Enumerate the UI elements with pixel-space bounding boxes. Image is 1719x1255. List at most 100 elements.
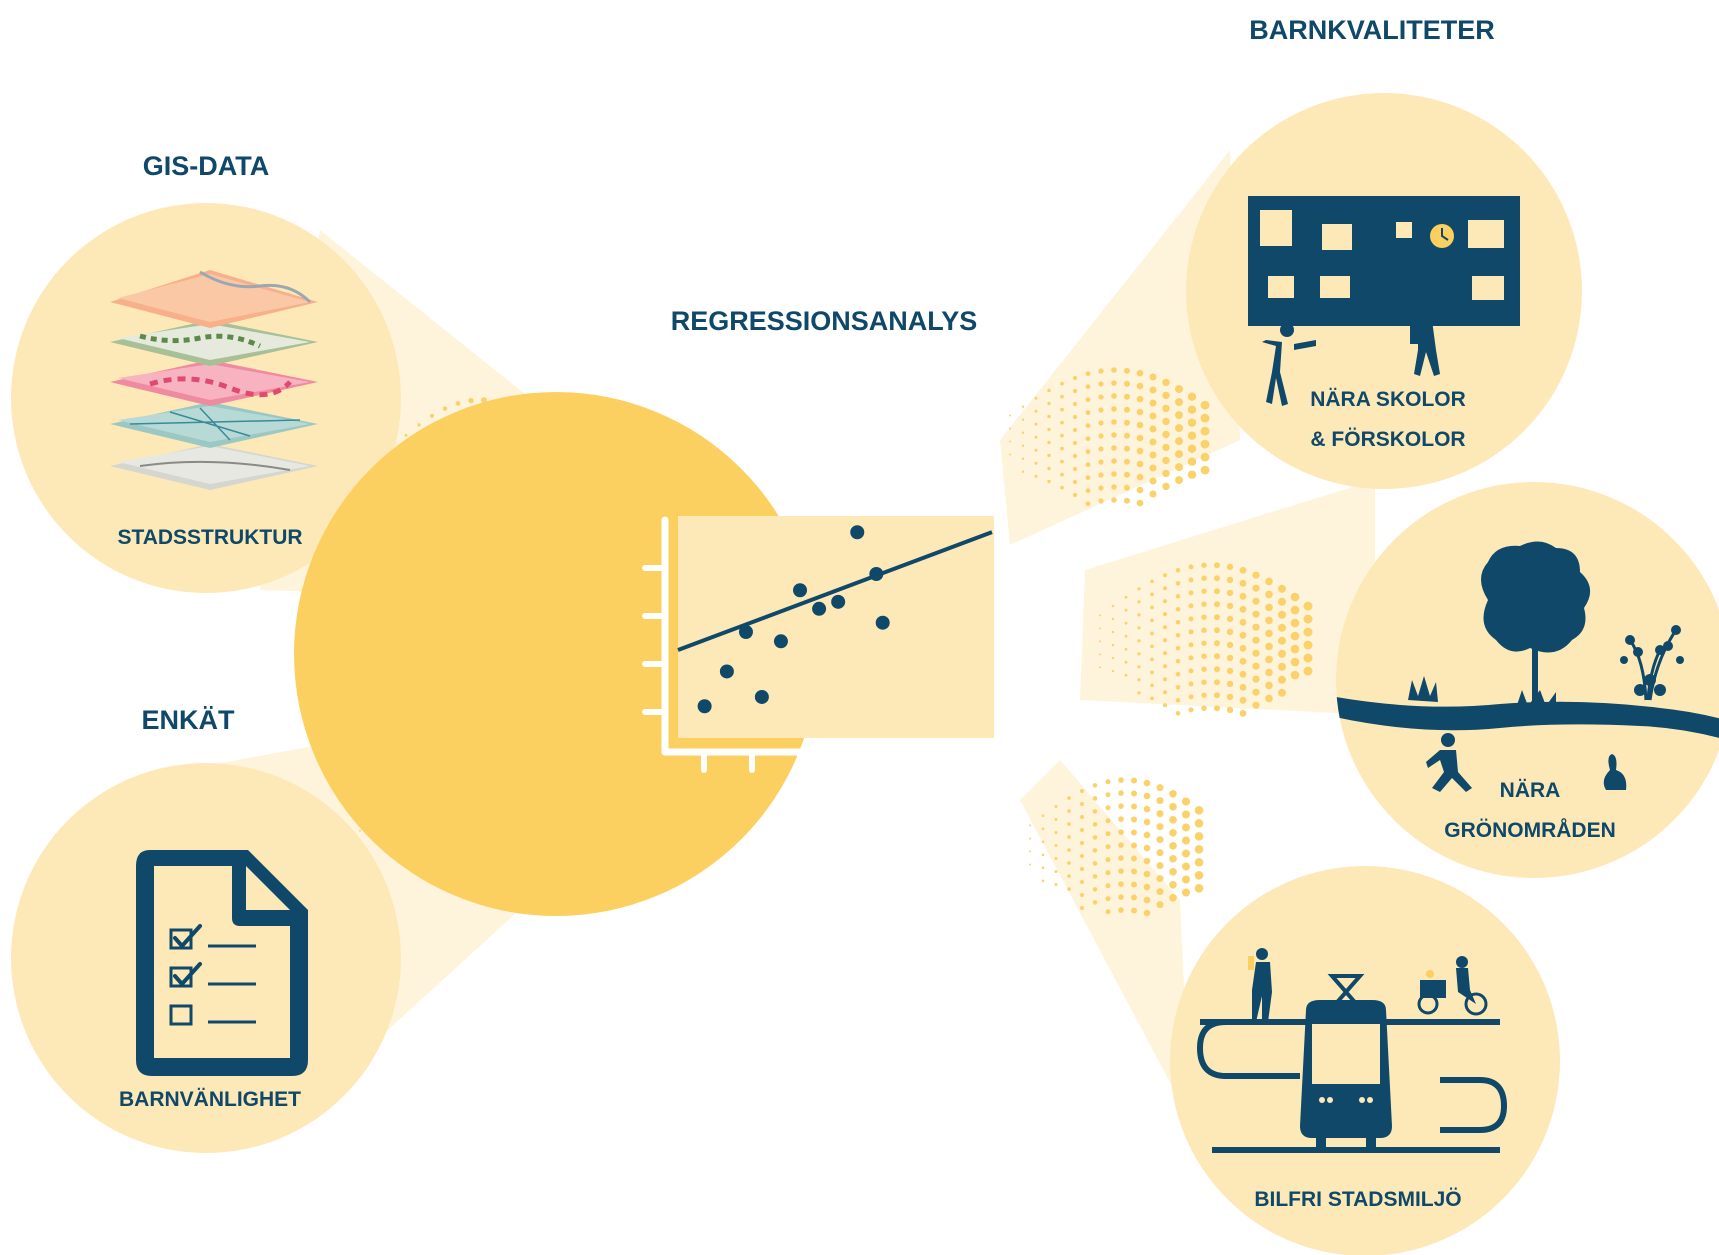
texture-dot (1085, 423, 1091, 429)
texture-dot (1265, 616, 1273, 625)
texture-dot (1111, 419, 1117, 425)
beam-school (1000, 150, 1240, 545)
texture-dot (1156, 849, 1164, 857)
texture-dot (1047, 427, 1051, 432)
texture-dot (1034, 396, 1038, 400)
texture-dot (1150, 683, 1154, 688)
texture-dot (1067, 835, 1071, 839)
texture-dot (1124, 497, 1130, 504)
texture-dot (1060, 485, 1064, 490)
texture-dot (1194, 858, 1204, 867)
texture-dot (1029, 824, 1031, 827)
texture-dot (1239, 592, 1247, 600)
texture-dot (1072, 427, 1078, 433)
texture-dot (1169, 803, 1177, 811)
texture-dot (1067, 861, 1071, 865)
label-green-2: GRÖNOMRÅDEN (1444, 818, 1616, 842)
texture-dot (1054, 805, 1058, 808)
texture-dot (1303, 601, 1313, 611)
texture-dot (1136, 395, 1144, 403)
texture-dot (481, 397, 487, 403)
texture-dot (1187, 392, 1197, 401)
texture-dot (1156, 862, 1164, 870)
data-point (697, 699, 712, 714)
texture-dot (1118, 907, 1124, 913)
texture-dot (1054, 831, 1058, 834)
texture-dot (1150, 644, 1154, 649)
texture-dot (1054, 883, 1058, 886)
texture-dot (1105, 896, 1111, 902)
texture-dot (1098, 394, 1104, 400)
texture-dot (1239, 709, 1247, 717)
texture-dot (1067, 848, 1071, 852)
texture-dot (1200, 439, 1210, 449)
texture-dot (1092, 822, 1098, 827)
texture-dot (1278, 636, 1286, 645)
texture-dot (1072, 388, 1078, 394)
texture-dot (1047, 479, 1051, 484)
texture-dot (1111, 484, 1117, 490)
texture-dot (1067, 796, 1071, 800)
texture-dot (1041, 866, 1045, 870)
texture-dot (1067, 874, 1071, 878)
texture-dot (1009, 414, 1011, 417)
texture-dot (1092, 848, 1098, 853)
texture-dot (1118, 777, 1124, 783)
texture-dot (1041, 840, 1045, 844)
texture-dot (1303, 627, 1313, 637)
texture-dot (1252, 675, 1260, 683)
texture-dot (1072, 375, 1078, 381)
texture-dot (1150, 592, 1154, 597)
texture-dot (1118, 855, 1124, 861)
beam-green (1080, 480, 1375, 715)
texture-dot (1162, 430, 1170, 439)
texture-dot (1156, 901, 1164, 909)
texture-dot (1143, 792, 1151, 800)
data-point (754, 689, 769, 704)
texture-dot (1162, 417, 1170, 426)
texture-dot (1143, 857, 1151, 865)
texture-dot (1098, 420, 1104, 426)
texture-dot (1214, 588, 1220, 595)
texture-dot (1021, 470, 1025, 473)
texture-dot (1105, 883, 1111, 889)
texture-dot (1098, 433, 1104, 439)
texture-dot (1029, 863, 1031, 866)
texture-dot (1149, 477, 1157, 485)
texture-dot (1060, 420, 1064, 425)
texture-dot (1029, 850, 1031, 853)
texture-dot (1137, 652, 1141, 656)
texture-dot (1092, 809, 1098, 814)
texture-dot (1136, 499, 1144, 507)
texture-dot (1175, 633, 1181, 638)
texture-dot (1187, 470, 1197, 479)
green-circle (1336, 482, 1719, 878)
label-carfree: BILFRI STADSMILJÖ (1254, 1188, 1461, 1211)
texture-dot (1118, 868, 1124, 874)
texture-dot (1131, 816, 1137, 823)
texture-dot (1131, 842, 1137, 849)
texture-dot (1188, 590, 1194, 596)
texture-dot (1136, 447, 1144, 455)
texture-dot (1290, 644, 1300, 654)
texture-dot (1118, 803, 1124, 809)
texture-dot (1265, 629, 1273, 638)
texture-dot (1124, 621, 1128, 625)
texture-dot (1214, 640, 1220, 647)
texture-dot (1182, 810, 1190, 819)
texture-dot (1111, 406, 1117, 412)
texture-dot (1098, 446, 1104, 452)
texture-dot (1092, 861, 1098, 866)
texture-dot (1290, 618, 1300, 628)
texture-dot (1252, 610, 1260, 618)
texture-dot (1137, 678, 1141, 682)
texture-dot (1131, 777, 1137, 784)
schools-circle (1186, 93, 1582, 489)
texture-dot (1124, 647, 1128, 651)
texture-dot (1201, 653, 1207, 659)
texture-dot (1265, 681, 1273, 690)
texture-dot (1188, 681, 1194, 687)
texture-dot (1239, 618, 1247, 626)
texture-dot (1098, 472, 1104, 478)
texture-dot (1085, 397, 1091, 403)
